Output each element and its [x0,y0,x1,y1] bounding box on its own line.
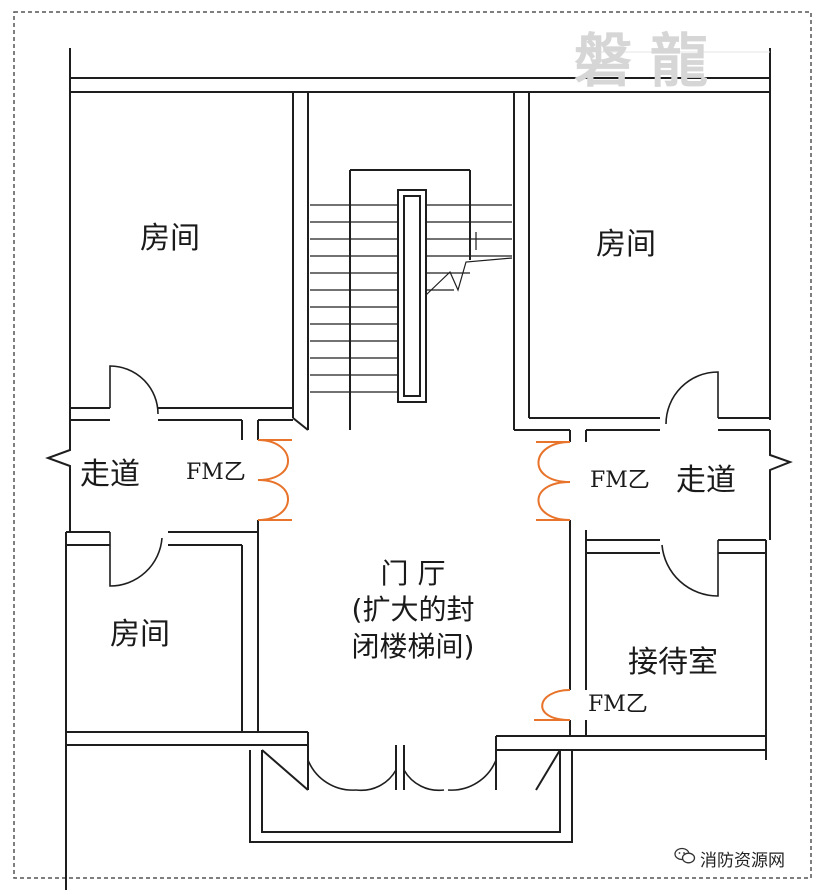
fire-door-label-left: FM乙 [186,460,246,485]
hall-label: 门 厅 (扩大的封 闭楼梯间) [318,556,508,665]
fire-doors [257,439,571,721]
corridor-label-right: 走道 [676,463,736,498]
room-label-top-right: 房间 [596,227,656,262]
room-doors [109,365,719,792]
room-label-bottom-left: 房间 [110,617,170,652]
fire-door-label-right: FM乙 [590,468,650,493]
walls [45,48,793,890]
hall-label-line2: (扩大的封 [351,593,475,627]
fire-door-label-reception: FM乙 [588,692,648,717]
credit-text: 消防资源网 [700,851,785,871]
hall-label-line3: 闭楼梯间) [351,629,475,663]
stair-treads [310,204,513,393]
hall-label-line1: 门 厅 [380,557,446,590]
room-label-top-left: 房间 [140,221,200,256]
wechat-icon [674,847,696,864]
corridor-label-left: 走道 [80,457,140,492]
dashed-frame [13,11,812,879]
room-label-reception: 接待室 [628,645,718,680]
watermark-text: 磐龍 [574,27,727,95]
